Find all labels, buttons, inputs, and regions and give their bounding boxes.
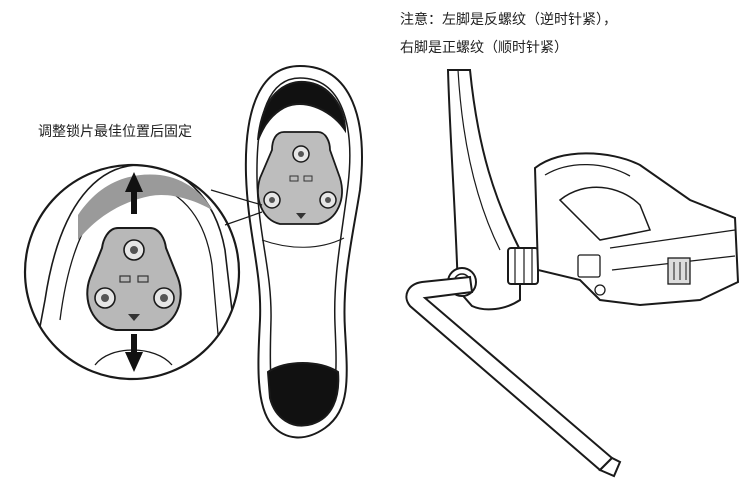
heel-dark-pad [266,362,340,427]
zoom-detail [23,163,241,381]
toe-dark-band [257,80,347,141]
down-arrow-icon [125,334,143,372]
thread-note-line-1: 注意：左脚是反螺纹（逆时针紧）， [400,12,617,28]
sole-arch-line [261,237,345,248]
up-arrow-icon [125,172,143,214]
cleat-adjust-label: 调整锁片最佳位置后固定 [38,124,192,140]
shoe-cleat [257,131,343,225]
sole-outline [244,64,363,439]
allen-key [405,275,622,478]
shoe-sole [244,64,363,439]
zoom-leader-lines [210,189,263,226]
arch-grey-band [78,174,212,240]
thread-note-line-2: 右脚是正螺纹（顺时针紧） [400,40,568,56]
pedal [507,152,740,307]
